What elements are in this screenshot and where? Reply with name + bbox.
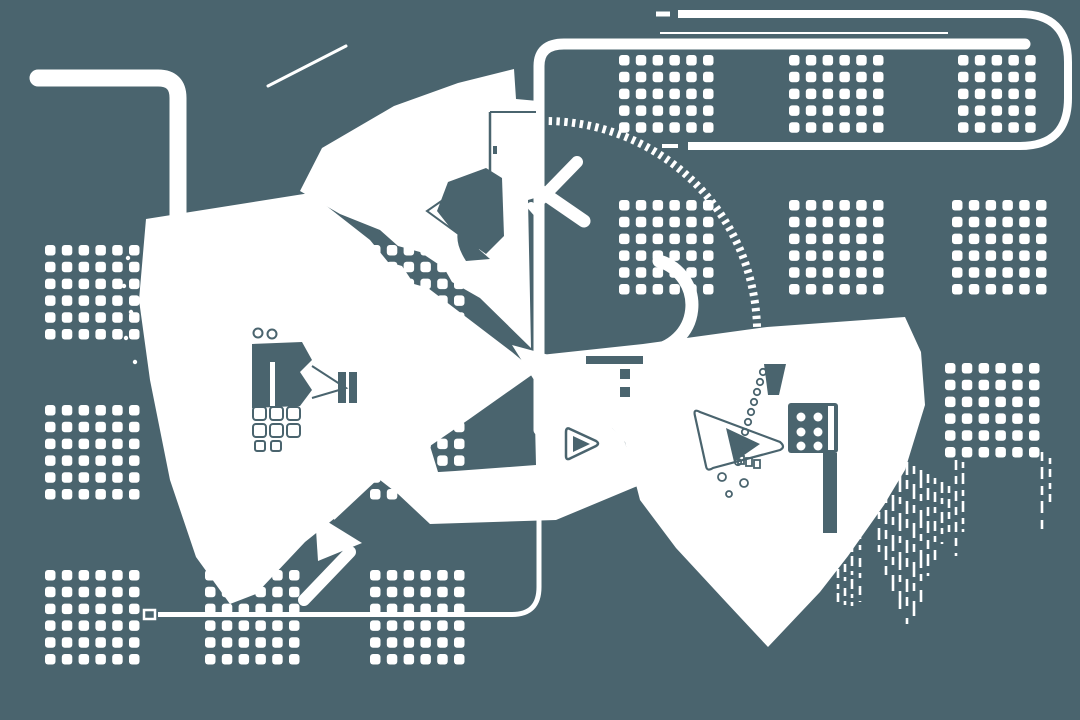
outline-squares — [252, 406, 301, 452]
left-wedge-chevron — [311, 365, 357, 403]
corner-bracket — [29, 69, 187, 241]
tick-arc — [548, 117, 762, 341]
top-wedge — [300, 69, 538, 348]
cursor-arrow — [298, 453, 396, 606]
right-wedge — [522, 317, 925, 647]
center-play-triangle — [564, 427, 600, 461]
banner — [252, 327, 312, 408]
right-wedge-marks — [764, 364, 838, 533]
top-wedge-chevron — [425, 168, 504, 261]
rounded-frame — [656, 10, 1072, 150]
scratch-line — [121, 44, 348, 365]
left-wedge — [139, 193, 536, 604]
drip-texture — [836, 452, 1052, 624]
center-bar-marks — [586, 356, 643, 397]
clock-hands — [527, 156, 591, 228]
center-splat — [375, 345, 640, 524]
step-bracket-line — [142, 38, 1031, 621]
